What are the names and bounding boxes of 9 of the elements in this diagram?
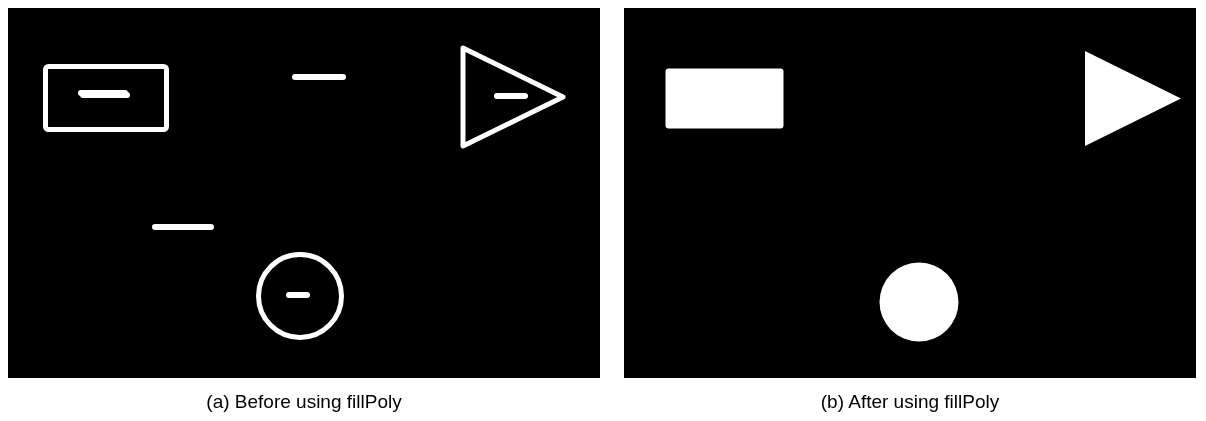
- binary-image-panel: [624, 8, 1196, 378]
- circle-shape: [256, 252, 344, 340]
- rectangle-shape: [663, 66, 786, 131]
- rectangle-shape: [43, 64, 169, 132]
- figure-caption: (a) Before using fillPoly: [205, 390, 403, 414]
- binary-image-panel: [8, 8, 600, 378]
- triangle-shape: [458, 43, 568, 151]
- figure-caption: (b) After using fillPoly: [819, 390, 1001, 414]
- circle-shape: [877, 260, 961, 344]
